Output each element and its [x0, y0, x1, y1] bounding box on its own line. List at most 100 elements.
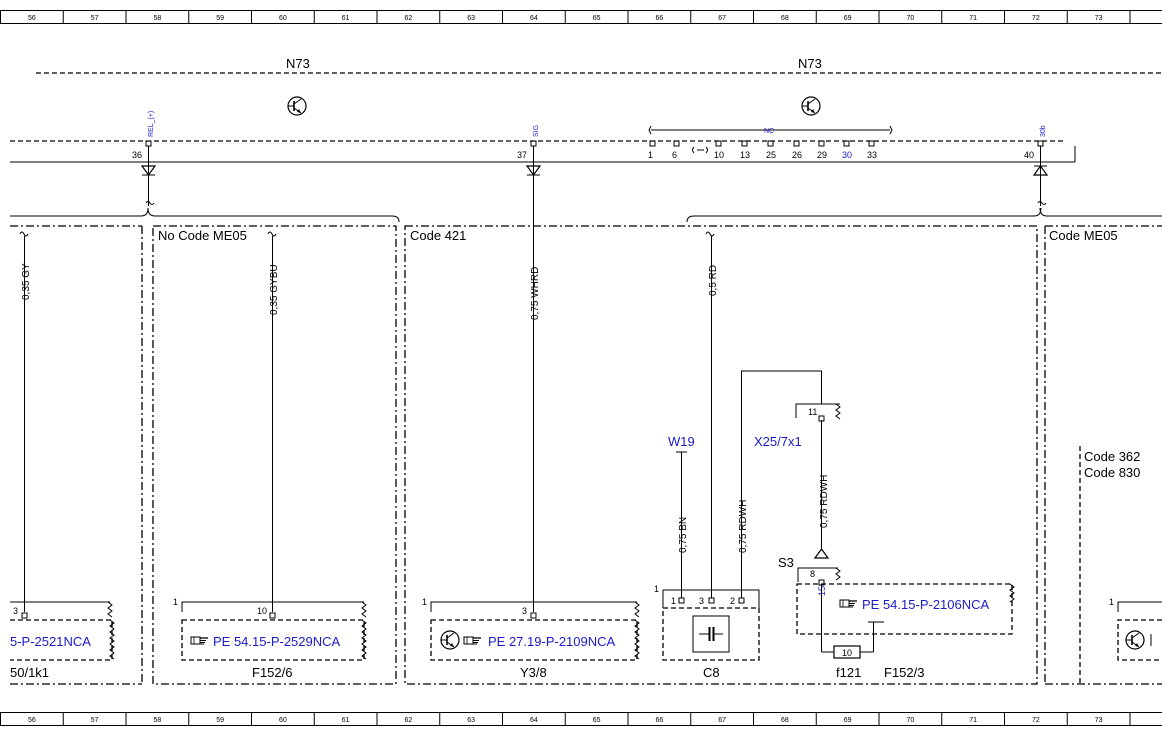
ref-w19[interactable]: W19: [668, 434, 695, 449]
pin-40: 30b 40: [1024, 125, 1049, 206]
nc-pin-13: [741, 140, 748, 147]
ref-x25-7x1[interactable]: X25/7x1: [754, 434, 802, 449]
svg-text:0,75 RDWH: 0,75 RDWH: [819, 475, 830, 528]
component-y3-8: 1 3 PE 27.19-P-2109NCA Y3/8: [422, 597, 640, 680]
bottom-ruler-number: 58: [153, 717, 161, 724]
svg-text:0,35 GY: 0,35 GY: [21, 263, 32, 300]
svg-text:1: 1: [671, 596, 676, 606]
top-ruler-number: 65: [593, 15, 601, 22]
nc-pin-label: 29: [817, 150, 827, 160]
nc-pin-26: [793, 140, 800, 147]
signal-nc: NC: [764, 128, 774, 135]
bottom-ruler-number: 56: [28, 717, 36, 724]
bottom-ruler-number: 70: [906, 717, 914, 724]
svg-text:0,75 BN: 0,75 BN: [678, 517, 689, 553]
top-ruler-number: 71: [969, 15, 977, 22]
transistor-icon: [1125, 630, 1145, 650]
wire-gy: 0,35 GY: [19, 231, 32, 612]
svg-text:36: 36: [132, 150, 142, 160]
svg-text:1: 1: [422, 597, 427, 607]
pointing-hand-icon: [190, 636, 209, 645]
top-ruler-number: 68: [781, 15, 789, 22]
label-f121: f121: [836, 665, 861, 680]
wire-gybu: 0,35 GYBU: [267, 231, 280, 612]
svg-text:1: 1: [654, 584, 659, 594]
bottom-ruler-number: 66: [655, 717, 663, 724]
transistor-icon: [287, 96, 307, 116]
pe-link-f152-6[interactable]: PE 54.15-P-2529NCA: [213, 634, 341, 649]
svg-text:0,35 GYBU: 0,35 GYBU: [269, 264, 280, 315]
svg-text:1: 1: [173, 597, 178, 607]
bottom-ruler-number: 57: [91, 717, 99, 724]
svg-text:3: 3: [699, 596, 704, 606]
nc-pin-label: 1: [648, 150, 653, 160]
nc-pin-25: [767, 140, 774, 147]
pe-link-50-1k1[interactable]: 5-P-2521NCA: [10, 634, 91, 649]
pointing-hand-icon: [839, 599, 858, 608]
top-ruler-number: 60: [279, 15, 287, 22]
top-ruler-number: 64: [530, 15, 538, 22]
component-right-partial: 1: [1109, 597, 1162, 661]
wire-rdwh-s3: 0,75 RDWH: [819, 420, 830, 550]
svg-text:3: 3: [13, 606, 18, 616]
top-ruler-number: 72: [1032, 15, 1040, 22]
nc-pin-label: 26: [792, 150, 802, 160]
bottom-ruler-number: 62: [404, 717, 412, 724]
svg-text:0,75 RDWH: 0,75 RDWH: [738, 500, 749, 553]
svg-text:8: 8: [810, 569, 815, 579]
nc-pin-label: 25: [766, 150, 776, 160]
f152-3-box: 10 PE 54.15-P-2106NCA f121 F152/3: [796, 583, 1015, 680]
nc-pin-label: 6: [672, 150, 677, 160]
nc-pin-29: [818, 140, 825, 147]
pin-37: SIG 37: [517, 125, 542, 612]
top-ruler-number: 69: [844, 15, 852, 22]
top-ruler-number: 61: [342, 15, 350, 22]
transistor-icon: [440, 630, 460, 650]
svg-text:10: 10: [257, 606, 267, 616]
nc-pin-label: 13: [740, 150, 750, 160]
top-ruler-number: 62: [404, 15, 412, 22]
pointing-hand-icon: [463, 636, 482, 645]
top-ruler-number: 73: [1095, 15, 1103, 22]
nc-pin-1: [649, 140, 656, 147]
pe-link-f152-3[interactable]: PE 54.15-P-2106NCA: [862, 597, 990, 612]
label-f152-6: F152/6: [252, 665, 292, 680]
component-f152-6: 1 10 PE 54.15-P-2529NCA F152/6: [173, 597, 367, 680]
code-421: Code 421: [410, 228, 466, 243]
bottom-ruler-number: 68: [781, 717, 789, 724]
label-50-1k1: 50/1k1: [10, 665, 49, 680]
code-no-me05: No Code ME05: [158, 228, 247, 243]
code-frames: No Code ME05 Code 421 Code ME05 Code 362…: [10, 207, 1162, 685]
nc-pin-33: [868, 140, 875, 147]
wire-rdwh-c8: 0,75 RDWH: [738, 370, 822, 598]
svg-text:40: 40: [1024, 150, 1034, 160]
s3-connector: 8 15: [797, 547, 841, 596]
top-ruler-number: 63: [467, 15, 475, 22]
bottom-ruler-number: 63: [467, 717, 475, 724]
n73-label-right: N73: [798, 56, 822, 71]
nc-pin-6: [673, 140, 680, 147]
label-y3-8: Y3/8: [520, 665, 547, 680]
top-ruler-number: 59: [216, 15, 224, 22]
signal-30b: 30b: [1040, 125, 1047, 137]
top-ruler-number: 70: [906, 15, 914, 22]
wire-bn: 0,75 BN: [676, 451, 689, 598]
pe-link-y3-8[interactable]: PE 27.19-P-2109NCA: [488, 634, 616, 649]
nc-pin-label: 10: [714, 150, 724, 160]
label-f152-3: F152/3: [884, 665, 924, 680]
nc-pin-label: 33: [867, 150, 877, 160]
wire-whrd: 0,75 WHRD: [530, 267, 541, 320]
bottom-ruler-number: 67: [718, 717, 726, 724]
signal-sig: SIG: [533, 125, 540, 137]
top-ruler-number: 56: [28, 15, 36, 22]
bottom-ruler-number: 65: [593, 717, 601, 724]
bottom-ruler-number: 60: [279, 717, 287, 724]
nc-pin-30: [843, 140, 850, 147]
n73-control-unit: N73 N73: [10, 56, 1162, 163]
code-me05: Code ME05: [1049, 228, 1118, 243]
svg-text:3: 3: [522, 606, 527, 616]
